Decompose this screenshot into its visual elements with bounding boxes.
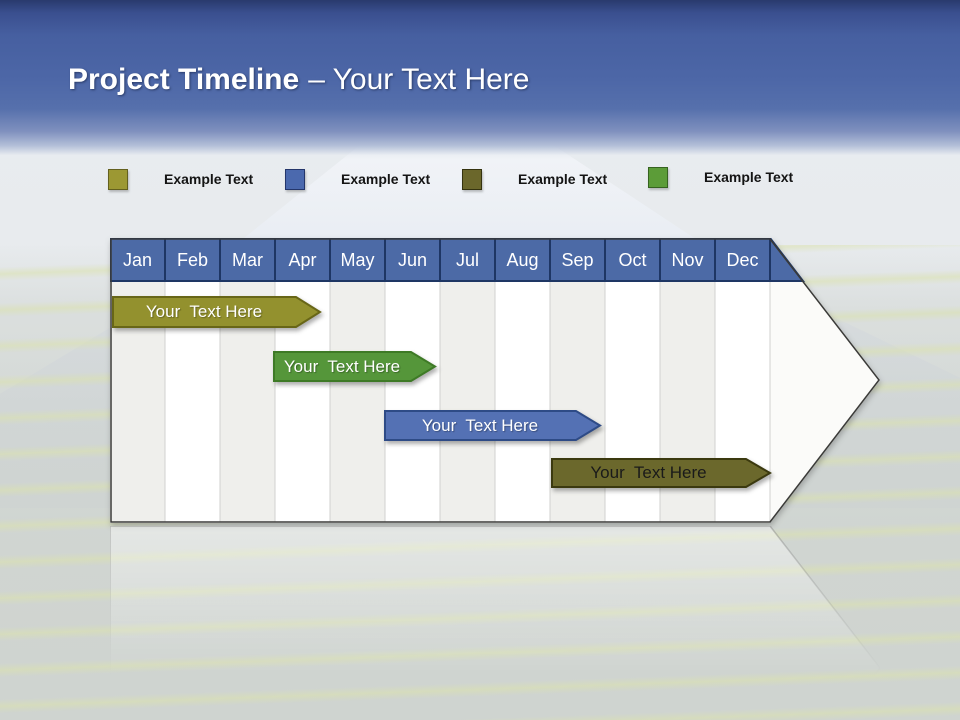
task-bar-2-label: Your Text Here <box>283 356 401 376</box>
legend-item: Example Text <box>285 166 430 192</box>
legend-swatch-blue <box>285 168 305 190</box>
month-header-may: May <box>340 250 375 270</box>
task-bar-3-label: Your Text Here <box>421 415 539 435</box>
timeline-chart: Jan Feb Mar Apr May Jun Jul Aug Sep Oct … <box>110 238 880 523</box>
task-bar-3: Your Text Here <box>384 410 602 441</box>
slide-title-subtitle: – Your Text Here <box>308 63 530 96</box>
task-bar-1-shape <box>112 296 322 328</box>
legend-item: Example Text <box>462 166 607 192</box>
task-bar-3-shape <box>384 410 602 441</box>
legend-item: Example Text <box>648 164 793 190</box>
header-gradient-band <box>0 0 960 160</box>
month-header-feb: Feb <box>176 250 209 270</box>
month-header-dec: Dec <box>726 250 759 270</box>
task-bar-4: Your Text Here <box>551 458 772 488</box>
month-header-sep: Sep <box>561 250 594 270</box>
month-header-mar: Mar <box>232 250 263 270</box>
month-header-jun: Jun <box>397 250 428 270</box>
legend-label: Example Text <box>704 169 794 185</box>
legend-label: Example Text <box>341 171 431 187</box>
legend-swatch-olive <box>108 168 128 190</box>
legend-swatch-green <box>648 166 668 188</box>
month-header-oct: Oct <box>618 250 647 270</box>
month-header-apr: Apr <box>288 250 317 270</box>
slide-title-main: Project Timeline <box>68 63 300 96</box>
chart-reflection <box>110 526 880 686</box>
legend-swatch-dark-olive <box>462 168 482 190</box>
task-bar-4-shape <box>551 458 772 488</box>
task-bar-2-shape <box>273 351 437 382</box>
month-header-nov: Nov <box>671 250 704 270</box>
legend-label: Example Text <box>164 171 254 187</box>
slide-title: Project Timeline– Your Text Here <box>68 60 928 100</box>
legend-label: Example Text <box>518 171 608 187</box>
task-bar-1: Your Text Here <box>112 296 322 328</box>
task-bar-2: Your Text Here <box>273 351 437 382</box>
month-header-aug: Aug <box>506 250 539 270</box>
month-header-jul: Jul <box>455 250 479 270</box>
month-header-jan: Jan <box>122 250 153 270</box>
legend-item: Example Text <box>108 166 253 192</box>
task-bar-1-label: Your Text Here <box>145 302 263 321</box>
task-bar-4-label: Your Text Here <box>590 463 707 482</box>
